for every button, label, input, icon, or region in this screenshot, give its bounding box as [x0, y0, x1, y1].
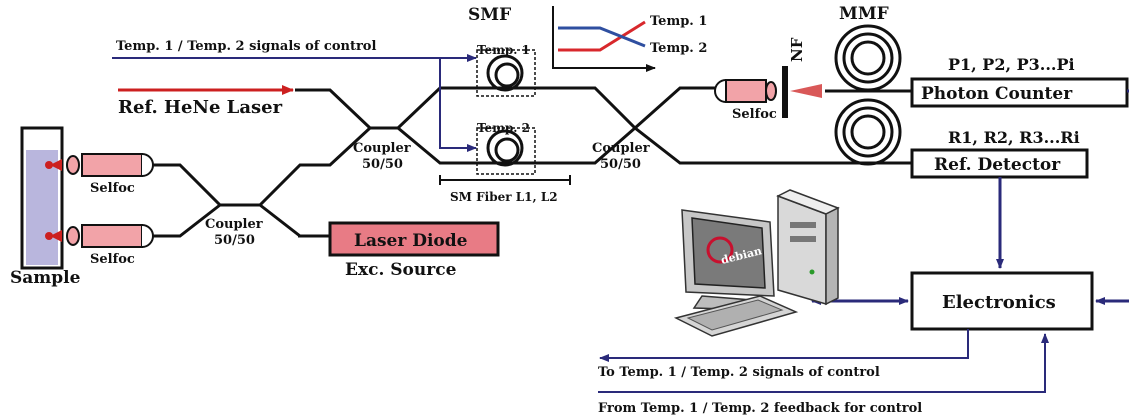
mmf-coil-bottom: [834, 98, 902, 166]
sample-spot-top: [45, 159, 62, 171]
to-temp-label: To Temp. 1 / Temp. 2 signals of control: [598, 365, 880, 380]
notch-filter: [782, 66, 788, 118]
smf-coil-temp1: [476, 49, 536, 97]
ref-detector-box: [910, 148, 1089, 179]
r-series-label: R1, R2, R3...Ri: [948, 128, 1080, 147]
electronics-label: Electronics: [942, 292, 1056, 313]
coupler-right-ratio: 50/50: [600, 157, 641, 172]
fiber-hene-in: [295, 88, 372, 130]
computer-icon: [673, 189, 840, 337]
fiber-left-upper: [153, 126, 372, 207]
fiber-left-lower-out: [259, 203, 330, 238]
photon-counter-box: [910, 77, 1129, 108]
inset-temp2-label: Temp. 2: [650, 41, 707, 56]
coupler-left-ratio: 50/50: [214, 233, 255, 248]
temp2-label: Temp. 2: [477, 121, 530, 135]
laser-diode-box: [328, 221, 500, 257]
smf-coil-temp2: [476, 127, 536, 175]
temp-control-in-label: Temp. 1 / Temp. 2 signals of control: [116, 39, 376, 54]
coupler-mid-ratio: 50/50: [362, 157, 403, 172]
nf-label: NF: [788, 37, 806, 62]
selfoc-lens-bottom: [66, 224, 154, 248]
smf-label: SMF: [468, 5, 511, 25]
fiber-left-lower-in: [153, 203, 221, 238]
focused-beam: [790, 84, 822, 98]
selfoc-right-label: Selfoc: [732, 107, 777, 122]
sample-label: Sample: [10, 268, 81, 288]
coupler-right-label: Coupler: [592, 141, 650, 156]
laser-diode-label: Laser Diode: [354, 231, 468, 251]
fiber-right-upper: [634, 86, 715, 130]
ref-laser-label: Ref. HeNe Laser: [118, 97, 283, 118]
selfoc-lens-right: [714, 79, 777, 103]
selfoc-top-label: Selfoc: [90, 181, 135, 196]
coupler-mid-label: Coupler: [353, 141, 411, 156]
selfoc-bottom-label: Selfoc: [90, 252, 135, 267]
ref-detector-label: Ref. Detector: [934, 155, 1061, 175]
sample-spot-bottom: [45, 230, 62, 242]
sm-fiber-bracket: [439, 175, 571, 185]
coupler-left-label: Coupler: [205, 217, 263, 232]
sample-cuvette: [20, 126, 64, 270]
to-temp-control-line: [599, 329, 969, 362]
exc-source-label: Exc. Source: [345, 260, 457, 280]
temp-control-lines: [112, 54, 477, 152]
photon-counter-label: Photon Counter: [921, 84, 1073, 104]
inset-temp1-label: Temp. 1: [650, 14, 707, 29]
from-temp-feedback-line: [598, 333, 1049, 393]
fiber-arm-lower: [397, 126, 636, 165]
temperature-inset-graph: [552, 6, 656, 72]
mmf-label: MMF: [839, 4, 889, 24]
selfoc-lens-top: [66, 153, 154, 177]
sm-fiber-label: SM Fiber L1, L2: [450, 190, 558, 204]
electronics-box: [910, 271, 1094, 331]
p-series-label: P1, P2, P3...Pi: [948, 55, 1075, 74]
mmf-coil-top: [834, 24, 902, 92]
from-temp-label: From Temp. 1 / Temp. 2 feedback for cont…: [598, 401, 922, 416]
fiber-right-lower: [634, 126, 912, 165]
temp1-label: Temp. 1: [477, 43, 530, 57]
